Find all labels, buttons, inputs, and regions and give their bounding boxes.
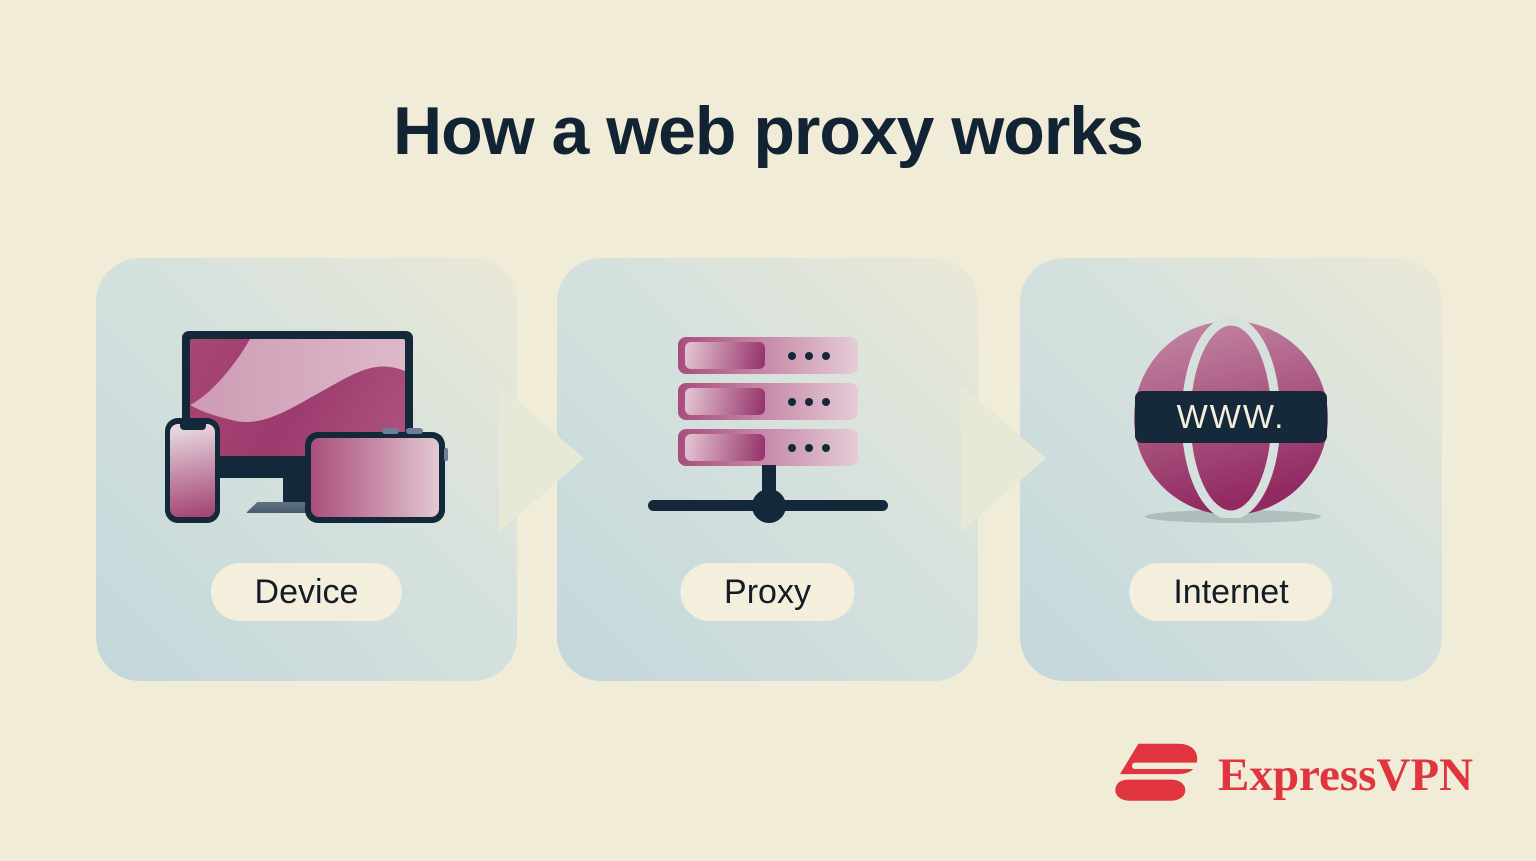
server-drive-bay [685,388,765,415]
label-internet: Internet [1129,563,1333,621]
phone-icon [165,418,220,523]
screen-wave [190,339,405,423]
phone-notch [179,424,206,430]
server-led-dot [805,444,813,452]
monitor-stand-base [246,502,340,513]
server-led-dot [788,398,796,406]
expressvpn-logomark-icon [1115,743,1200,801]
tablet-side-button [444,448,448,461]
server-led-dot [805,398,813,406]
internet-globe-icon: WWW. [1131,318,1331,523]
proxy-server-icon [557,258,978,681]
server-led-dot [805,352,813,360]
network-node [752,489,786,523]
card-internet: WWW. Internet [1020,258,1442,681]
server-led-dot [822,398,830,406]
server-led-dot [788,352,796,360]
server-led-dot [788,444,796,452]
tablet-screen [311,438,439,517]
server-rack-unit [678,337,858,374]
label-proxy: Proxy [680,563,855,621]
label-device: Device [210,563,403,621]
card-device: Device [96,258,517,681]
server-rack-unit [678,383,858,420]
server-rack-unit [678,429,858,466]
monitor-stand-stem [283,476,307,504]
expressvpn-logo: ExpressVPN [1108,738,1473,812]
server-led-dot [822,444,830,452]
tablet-icon [305,428,448,523]
tablet-button [382,428,399,434]
server-led-dot [822,352,830,360]
phone-screen [170,424,215,517]
tablet-button [406,428,423,434]
expressvpn-wordmark: ExpressVPN [1218,749,1474,801]
server-drive-bay [685,434,765,461]
card-proxy: Proxy [557,258,978,681]
page-title: How a web proxy works [393,93,1144,169]
devices-icon [96,258,517,681]
server-drive-bay [685,342,765,369]
www-band: WWW. [1135,391,1327,443]
